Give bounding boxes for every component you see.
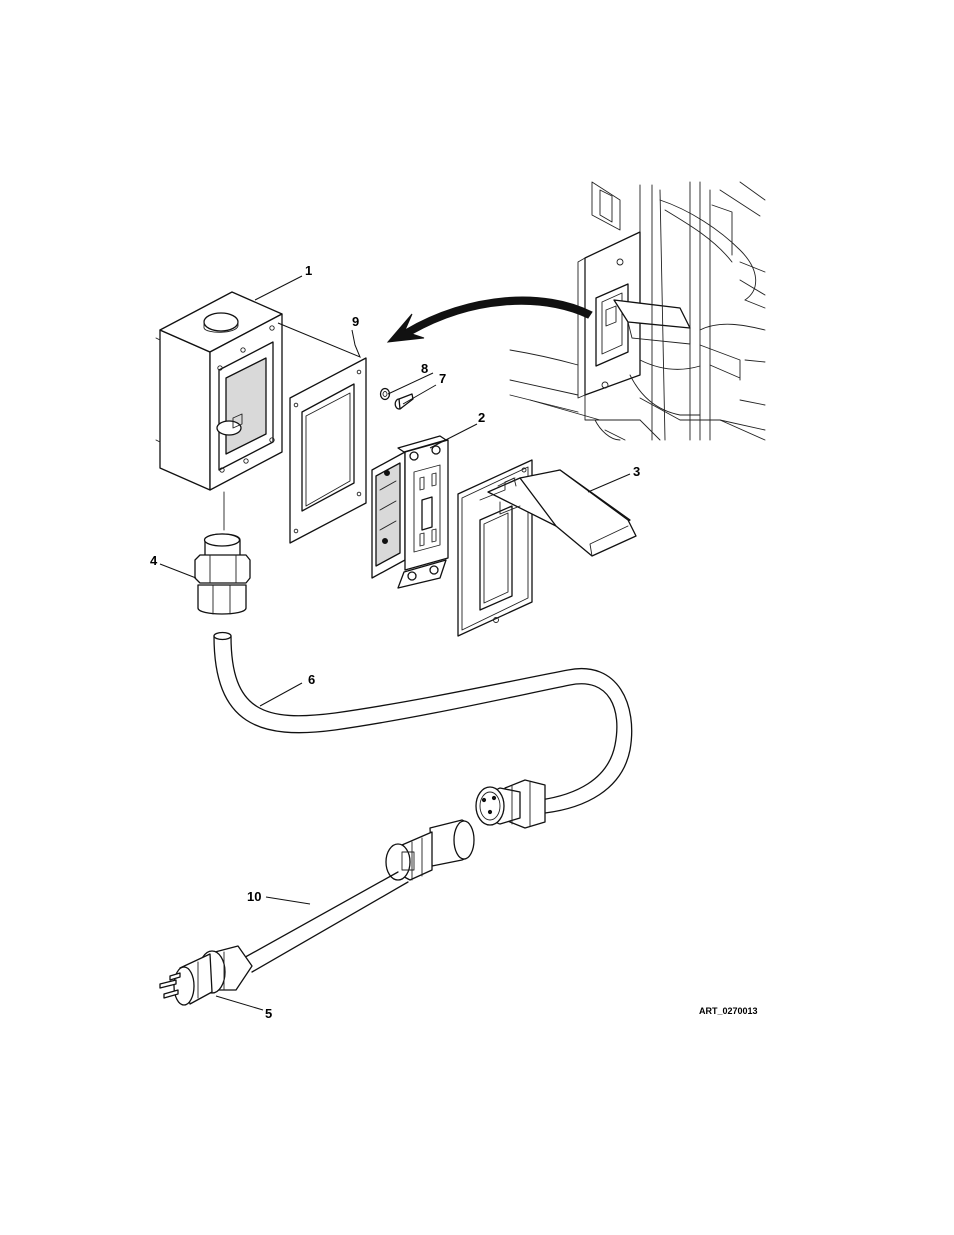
art-reference-label: ART_0270013 [699, 1006, 758, 1016]
gasket [290, 358, 366, 543]
callout-6: 6 [308, 672, 315, 687]
gfci-receptacle [372, 436, 448, 588]
machine-location-view [510, 182, 765, 440]
callout-7: 7 [439, 371, 446, 386]
cable [240, 872, 398, 960]
power-cord [214, 636, 617, 800]
callout-8: 8 [421, 361, 428, 376]
callout-4: 4 [150, 553, 158, 568]
cable-connector-male [386, 820, 474, 880]
location-arrow [388, 297, 592, 342]
cord-connector-female [476, 780, 545, 828]
callout-9: 9 [352, 314, 359, 329]
callout-2: 2 [478, 410, 485, 425]
callout-1: 1 [305, 263, 312, 278]
callout-5: 5 [265, 1006, 272, 1021]
cord-grip-fitting [195, 534, 250, 614]
weatherproof-cover [458, 460, 636, 636]
screw [395, 394, 413, 409]
electrical-box [156, 292, 282, 490]
cord-end [214, 633, 231, 640]
callout-3: 3 [633, 464, 640, 479]
plug [160, 946, 252, 1005]
callout-10: 10 [247, 889, 261, 904]
